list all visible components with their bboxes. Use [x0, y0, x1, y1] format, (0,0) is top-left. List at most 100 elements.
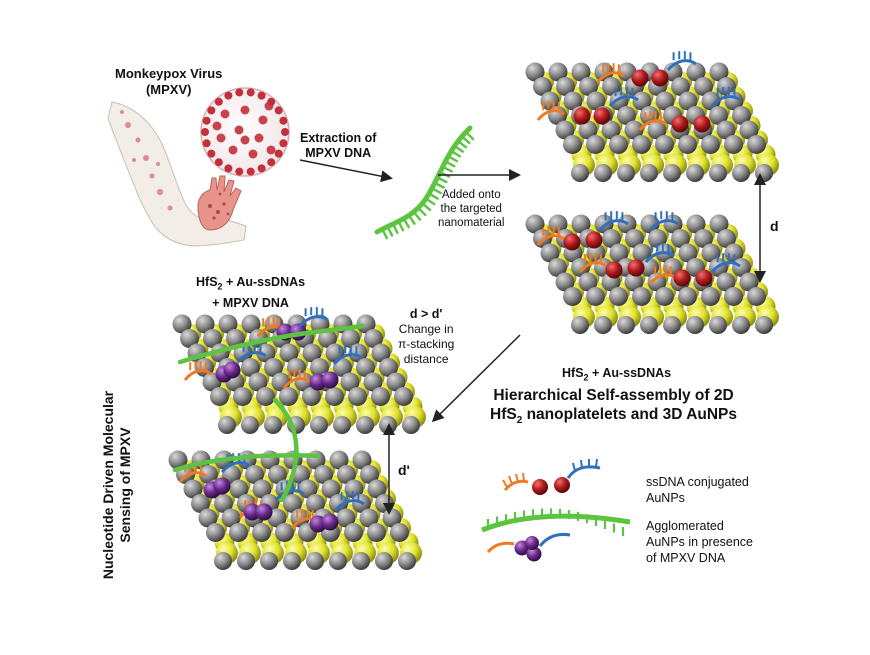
change-label-line1: Change in	[398, 322, 454, 336]
hafnium-atom	[548, 258, 567, 277]
hafnium-atom	[371, 387, 390, 406]
aunp-red	[693, 115, 711, 133]
added-label-line3: nanomaterial	[438, 217, 505, 229]
mpxv-dna-on-lattice	[172, 323, 365, 503]
hafnium-atom	[709, 164, 727, 182]
hafnium-atom	[555, 272, 575, 292]
hafnium-atom	[195, 314, 215, 334]
dna-base	[381, 227, 389, 240]
hafnium-atom	[694, 229, 713, 248]
hafnium-atom	[333, 416, 351, 434]
virus-spike	[214, 97, 223, 106]
virus-spike	[257, 164, 266, 173]
hierarchical-caption-line1: Hierarchical Self-assembly of 2D	[493, 387, 734, 404]
hafnium-atom	[632, 91, 652, 111]
ssdna-strand	[274, 489, 305, 502]
hafnium-atom	[578, 120, 598, 140]
hafnium-atom	[375, 552, 393, 570]
aunp-red	[563, 233, 581, 251]
dna-base	[460, 135, 471, 145]
hafnium-atom	[747, 287, 766, 306]
hafnium-atom	[402, 416, 420, 434]
hafnium-atom	[348, 387, 367, 406]
hafnium-atom	[268, 465, 287, 484]
virus-spike	[207, 149, 216, 158]
hafnium-atom	[390, 523, 409, 542]
ssdna-strand	[220, 461, 251, 474]
hafnium-atom	[356, 358, 375, 377]
left-caption-post: + Au-ssDNAs	[222, 275, 306, 289]
hafnium-atom	[578, 272, 598, 292]
hafnium-atom	[172, 314, 192, 334]
hafnium-atom	[632, 243, 652, 263]
hafnium-atom	[252, 523, 271, 542]
hafnium-atom	[348, 343, 368, 363]
hafnium-atom	[563, 91, 583, 111]
hafnium-atom	[701, 243, 721, 263]
hafnium-atom	[678, 287, 697, 306]
left-caption-sub: 2	[217, 281, 223, 292]
hafnium-atom	[717, 229, 736, 248]
extraction-arrow	[299, 159, 393, 183]
hafnium-atom	[555, 120, 575, 140]
hafnium-atom	[325, 387, 344, 406]
assembly-arrow	[431, 334, 521, 423]
hafnium-atom	[632, 287, 651, 306]
aunp-agglomerated	[255, 503, 273, 521]
virus-spike	[220, 109, 230, 119]
hafnium-atom	[724, 135, 743, 154]
hafnium-atom	[283, 494, 302, 513]
dna-base	[424, 197, 436, 206]
left-caption: HfS2 + Au-ssDNAs + MPXV DNA	[196, 274, 305, 311]
legend-agglomerated-line3: of MPXV DNA	[646, 551, 726, 565]
hafnium-atom	[586, 287, 605, 306]
virus-spike	[258, 115, 268, 125]
hafnium-atom	[701, 287, 720, 306]
hafnium-atom	[755, 164, 773, 182]
hafnium-atom	[344, 523, 363, 542]
hafnium-atom	[386, 372, 406, 392]
hafnium-atom	[168, 450, 188, 470]
hierarchical-caption-post: nanoplatelets and 3D AuNPs	[522, 406, 738, 423]
virus-spike	[257, 91, 266, 100]
legend-agglomerated-label: Agglomerated AuNPs in presence of MPXV D…	[646, 518, 753, 566]
hafnium-atom	[198, 508, 218, 528]
virus-spike	[274, 149, 283, 158]
hafnium-atom	[609, 287, 628, 306]
hafnium-atom	[617, 316, 635, 334]
virus-label-line2: (MPXV)	[145, 82, 192, 97]
aunp-agglomerated	[223, 361, 241, 379]
legend-agglomerated-icon	[481, 508, 631, 562]
hafnium-atom	[241, 358, 260, 377]
hafnium-atom	[709, 316, 727, 334]
ssdna-strand	[596, 71, 625, 83]
legend-ssdna-line2: AuNPs	[646, 491, 685, 505]
hafnium-atom	[609, 135, 628, 154]
ssdna-strand	[644, 251, 675, 264]
hafnium-atom	[302, 343, 322, 363]
added-label-line2: the targeted	[440, 203, 502, 215]
hafnium-atom	[279, 343, 299, 363]
hafnium-atom	[586, 91, 606, 111]
ssdna-strand	[298, 315, 329, 328]
aunp-red	[593, 107, 611, 125]
virus-spike	[235, 167, 244, 176]
virus-spike	[214, 158, 223, 167]
d-label: d	[770, 218, 779, 234]
virus-spike	[207, 106, 216, 115]
hafnium-atom	[264, 358, 283, 377]
virus-label: Monkeypox Virus (MPXV)	[115, 66, 222, 98]
hafnium-atom	[333, 358, 352, 377]
hafnium-atom	[586, 135, 605, 154]
legend-ssdna-label: ssDNA conjugated AuNPs	[646, 474, 749, 506]
hafnium-atom	[671, 229, 690, 248]
hafnium-atom	[671, 77, 690, 96]
hafnium-atom	[241, 416, 259, 434]
hafnium-atom	[180, 329, 199, 348]
hafnium-atom	[540, 243, 560, 263]
ssdna-strand	[598, 219, 629, 232]
hafnium-atom	[548, 62, 568, 82]
top-right-caption-post: + Au-ssDNAs	[588, 366, 672, 380]
hafnium-atom	[701, 91, 721, 111]
virus-spike	[281, 128, 289, 136]
